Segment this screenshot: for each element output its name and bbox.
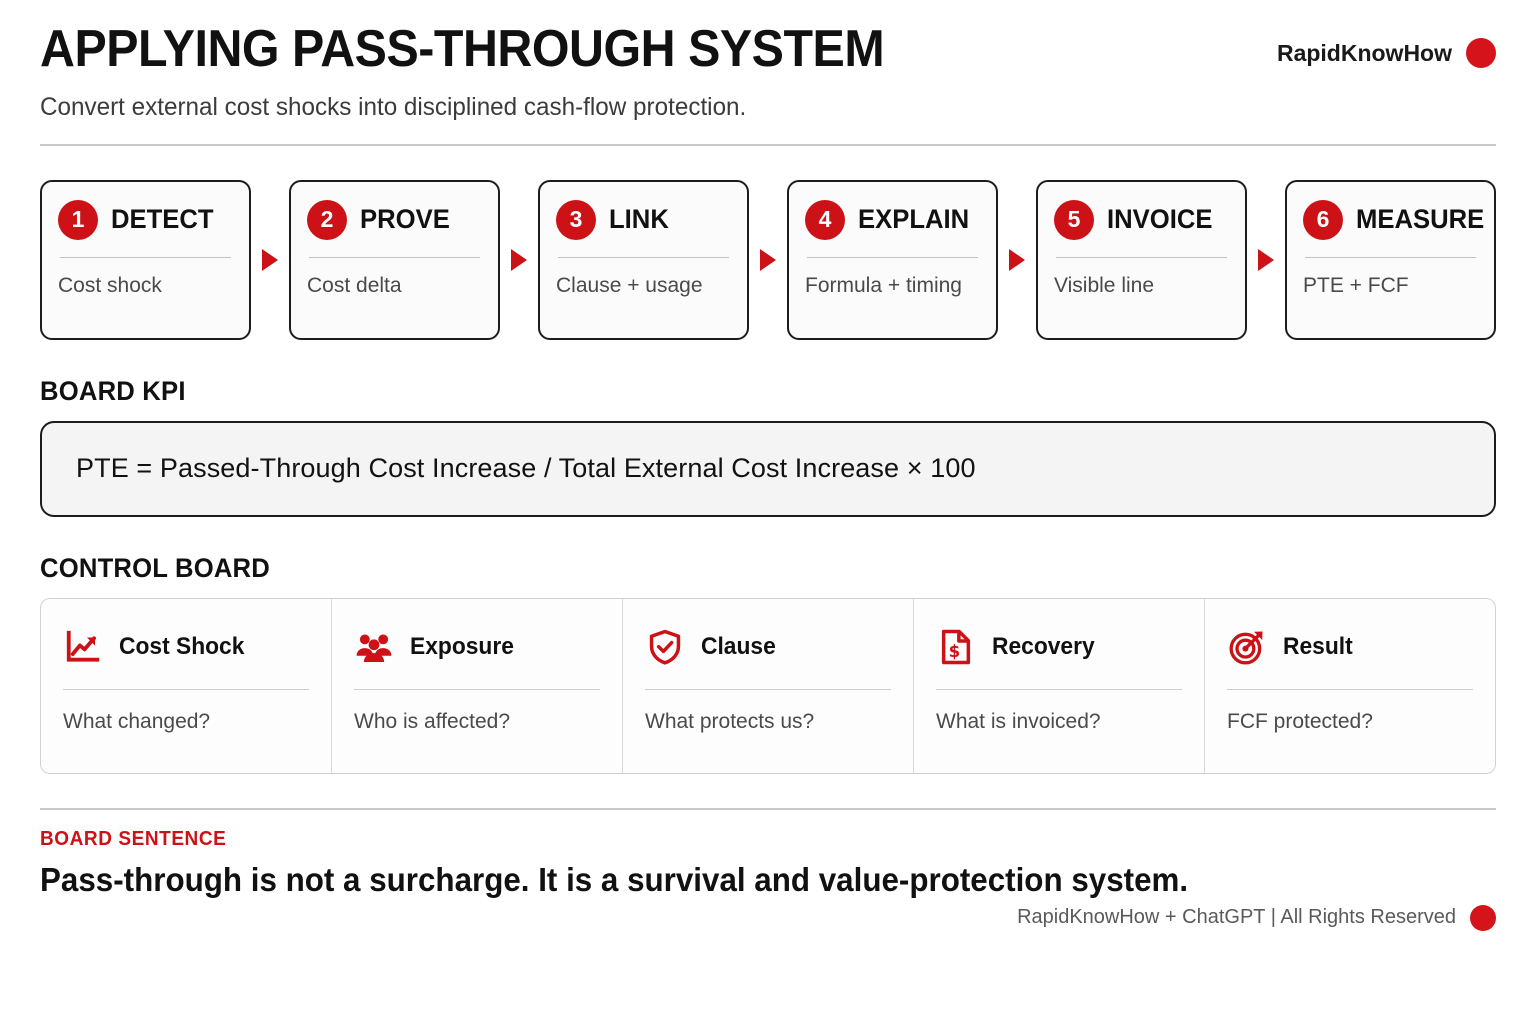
card-header: Result: [1227, 625, 1473, 669]
step-divider: [558, 256, 729, 258]
brand-logo: RapidKnowHow: [1277, 22, 1496, 68]
step-divider: [1305, 256, 1476, 258]
step-number-badge: 1: [58, 199, 98, 240]
card-label: Result: [1283, 632, 1353, 660]
control-card-clause[interactable]: Clause What protects us?: [623, 598, 914, 773]
card-label: Clause: [701, 632, 776, 660]
step-header: 1 DETECT: [58, 199, 233, 240]
card-question: What protects us?: [645, 709, 815, 733]
card-header: Cost Shock: [63, 625, 309, 669]
step-divider: [807, 256, 978, 258]
card-label: Recovery: [992, 632, 1095, 660]
control-board-section: CONTROL BOARD Cost Shock What changed?: [40, 553, 1496, 774]
process-step-2[interactable]: 2 PROVE Cost delta: [289, 179, 500, 340]
card-divider: [354, 688, 600, 690]
right-triangle-arrow-icon: [251, 180, 289, 340]
step-number-badge: 2: [307, 199, 347, 240]
card-divider: [936, 688, 1182, 690]
credit-row: RapidKnowHow + ChatGPT | All Rights Rese…: [40, 904, 1496, 931]
control-card-recovery[interactable]: $ Recovery What is invoiced?: [914, 598, 1205, 773]
step-header: 5 INVOICE: [1054, 199, 1229, 240]
card-question: FCF protected?: [1227, 709, 1373, 733]
svg-text:$: $: [949, 642, 961, 661]
step-title: MEASURE: [1356, 204, 1485, 235]
card-question: What is invoiced?: [936, 709, 1101, 733]
step-subtitle: PTE + FCF: [1303, 273, 1409, 297]
kpi-formula: PTE = Passed-Through Cost Increase / Tot…: [76, 453, 976, 484]
process-step-4[interactable]: 4 EXPLAIN Formula + timing: [787, 179, 998, 340]
step-subtitle: Formula + timing: [805, 273, 962, 297]
step-header: 3 LINK: [556, 199, 731, 240]
red-dot-icon: [1470, 904, 1496, 931]
board-kpi-box: PTE = Passed-Through Cost Increase / Tot…: [40, 420, 1496, 517]
step-divider: [1056, 256, 1227, 258]
step-title: LINK: [609, 204, 669, 235]
users-group-icon: [354, 627, 394, 667]
card-divider: [1227, 688, 1473, 690]
step-divider: [60, 256, 231, 258]
board-sentence-kicker: BOARD SENTENCE: [40, 827, 227, 850]
step-number-badge: 4: [805, 199, 845, 240]
target-arrow-icon: [1227, 627, 1267, 667]
step-number-badge: 6: [1303, 199, 1343, 240]
page-title: APPLYING PASS-THROUGH SYSTEM: [40, 20, 885, 78]
process-step-5[interactable]: 5 INVOICE Visible line: [1036, 179, 1247, 340]
chart-line-up-icon: [63, 627, 103, 667]
card-label: Cost Shock: [119, 632, 245, 660]
board-kpi-section: BOARD KPI PTE = Passed-Through Cost Incr…: [40, 376, 1496, 517]
header-divider: [40, 143, 1496, 146]
card-header: Exposure: [354, 625, 600, 669]
credit-text: RapidKnowHow + ChatGPT | All Rights Rese…: [1017, 906, 1456, 929]
footer-divider: [40, 807, 1496, 810]
board-sentence: Pass-through is not a surcharge. It is a…: [40, 860, 1189, 898]
step-number-badge: 3: [556, 199, 596, 240]
step-header: 6 MEASURE: [1303, 199, 1484, 240]
process-steps: 1 DETECT Cost shock 2 PROVE Cost delta 3…: [40, 179, 1496, 340]
right-triangle-arrow-icon: [1247, 180, 1285, 340]
step-subtitle: Cost shock: [58, 273, 162, 297]
card-divider: [63, 688, 309, 690]
step-title: DETECT: [111, 204, 214, 235]
process-step-3[interactable]: 3 LINK Clause + usage: [538, 179, 749, 340]
step-header: 2 PROVE: [307, 199, 482, 240]
card-header: $ Recovery: [936, 625, 1182, 669]
card-divider: [645, 688, 891, 690]
card-question: Who is affected?: [354, 709, 511, 733]
process-step-1[interactable]: 1 DETECT Cost shock: [40, 179, 251, 340]
right-triangle-arrow-icon: [500, 180, 538, 340]
card-label: Exposure: [410, 632, 514, 660]
control-board-heading: CONTROL BOARD: [40, 552, 270, 583]
control-card-exposure[interactable]: Exposure Who is affected?: [332, 598, 623, 773]
step-divider: [309, 256, 480, 258]
brand-name: RapidKnowHow: [1276, 39, 1452, 66]
step-subtitle: Clause + usage: [556, 273, 703, 297]
red-dot-icon: [1466, 38, 1496, 68]
header: APPLYING PASS-THROUGH SYSTEM RapidKnowHo…: [40, 22, 1496, 77]
step-subtitle: Cost delta: [307, 273, 402, 297]
step-title: PROVE: [360, 204, 450, 235]
control-card-result[interactable]: Result FCF protected?: [1205, 599, 1495, 773]
right-triangle-arrow-icon: [998, 180, 1036, 340]
control-board-container: Cost Shock What changed?: [40, 597, 1496, 774]
right-triangle-arrow-icon: [749, 180, 787, 340]
step-title: EXPLAIN: [858, 204, 970, 235]
card-header: Clause: [645, 625, 891, 669]
invoice-dollar-icon: $: [936, 627, 976, 667]
page-subtitle: Convert external cost shocks into discip…: [40, 92, 747, 121]
step-number-badge: 5: [1054, 199, 1094, 240]
card-question: What changed?: [63, 709, 211, 733]
step-title: INVOICE: [1107, 204, 1213, 235]
step-header: 4 EXPLAIN: [805, 199, 980, 240]
process-step-6[interactable]: 6 MEASURE PTE + FCF: [1285, 179, 1496, 340]
shield-check-icon: [645, 627, 685, 667]
control-card-cost-shock[interactable]: Cost Shock What changed?: [41, 598, 332, 773]
step-subtitle: Visible line: [1054, 273, 1155, 297]
board-kpi-heading: BOARD KPI: [40, 375, 186, 406]
